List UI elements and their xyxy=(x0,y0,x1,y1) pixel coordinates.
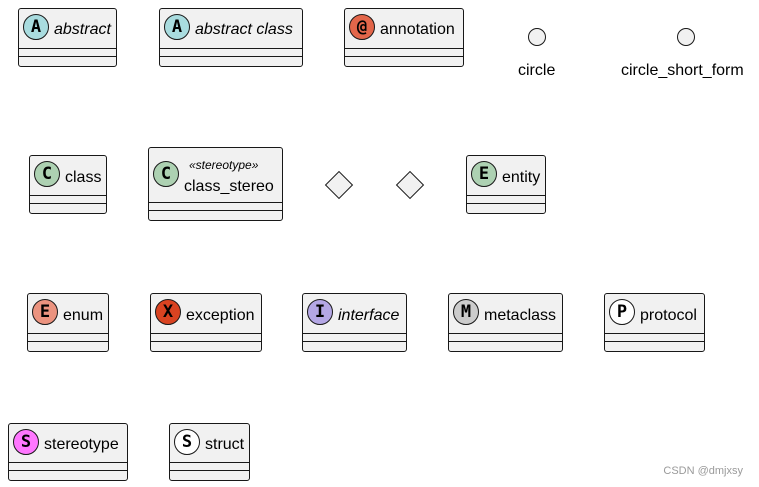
protocol-badge-icon: P xyxy=(609,299,635,325)
methods-separator xyxy=(149,210,282,211)
class-name-label: class_stereo xyxy=(184,178,274,195)
metaclass-badge-icon: M xyxy=(453,299,479,325)
class-box-struct[interactable]: S struct xyxy=(169,423,250,481)
methods-separator xyxy=(160,56,302,57)
attributes-separator xyxy=(160,48,302,49)
class-box-metaclass[interactable]: M metaclass xyxy=(448,293,563,352)
class-box-exception[interactable]: X exception xyxy=(150,293,262,352)
attributes-separator xyxy=(345,48,463,49)
methods-separator xyxy=(151,341,261,342)
enum-badge-icon: E xyxy=(32,299,58,325)
attributes-separator xyxy=(149,202,282,203)
class-badge-icon: C xyxy=(34,161,60,187)
class-name-label: stereotype xyxy=(44,436,119,453)
class-box-enum[interactable]: E enum xyxy=(27,293,109,352)
class-name-label: abstract class xyxy=(195,21,293,38)
methods-separator xyxy=(345,56,463,57)
attributes-separator xyxy=(467,195,545,196)
class-box-annotation[interactable]: @ annotation xyxy=(344,8,464,67)
attributes-separator xyxy=(9,462,127,463)
class-box-class[interactable]: C class xyxy=(29,155,107,214)
class-name-label: enum xyxy=(63,307,104,324)
class-name-label: protocol xyxy=(640,307,697,324)
circle-label: circle xyxy=(518,62,556,79)
class-badge-icon: C xyxy=(153,161,179,187)
class-box-interface[interactable]: I interface xyxy=(302,293,407,352)
class-box-entity[interactable]: E entity xyxy=(466,155,546,214)
methods-separator xyxy=(449,341,562,342)
methods-separator xyxy=(303,341,406,342)
struct-badge-icon: S xyxy=(174,429,200,455)
class-name-label: abstract xyxy=(54,21,111,38)
circle-icon[interactable] xyxy=(528,28,546,46)
abstract-badge-icon: A xyxy=(164,14,190,40)
class-name-label: struct xyxy=(205,436,245,453)
diamond-icon[interactable] xyxy=(324,170,354,200)
class-name-label: interface xyxy=(338,307,400,324)
class-name-label: metaclass xyxy=(484,307,557,324)
attributes-separator xyxy=(303,333,406,334)
circle-short-form-label: circle_short_form xyxy=(621,62,744,79)
methods-separator xyxy=(19,56,116,57)
attributes-separator xyxy=(605,333,704,334)
class-name-label: entity xyxy=(502,169,541,186)
stereotype-badge-icon: S xyxy=(13,429,39,455)
attributes-separator xyxy=(151,333,261,334)
class-box-abstract[interactable]: A abstract xyxy=(18,8,117,67)
entity-badge-icon: E xyxy=(471,161,497,187)
attributes-separator xyxy=(28,333,108,334)
methods-separator xyxy=(605,341,704,342)
attributes-separator xyxy=(170,462,249,463)
methods-separator xyxy=(9,470,127,471)
class-name-label: exception xyxy=(186,307,255,324)
class-box-stereotype[interactable]: S stereotype xyxy=(8,423,128,481)
interface-badge-icon: I xyxy=(307,299,333,325)
class-box-class-stereo[interactable]: C «stereotype» class_stereo xyxy=(148,147,283,221)
abstract-badge-icon: A xyxy=(23,14,49,40)
exception-badge-icon: X xyxy=(155,299,181,325)
methods-separator xyxy=(467,203,545,204)
methods-separator xyxy=(30,203,106,204)
class-box-protocol[interactable]: P protocol xyxy=(604,293,705,352)
methods-separator xyxy=(170,470,249,471)
class-name-label: annotation xyxy=(380,21,455,38)
class-name-label: class xyxy=(65,169,102,186)
annotation-badge-icon: @ xyxy=(349,14,375,40)
stereotype-label: «stereotype» xyxy=(189,158,259,172)
attributes-separator xyxy=(19,48,116,49)
attributes-separator xyxy=(30,195,106,196)
attributes-separator xyxy=(449,333,562,334)
diamond-icon[interactable] xyxy=(395,170,425,200)
methods-separator xyxy=(28,341,108,342)
watermark-text: CSDN @dmjxsy xyxy=(663,465,743,477)
class-box-abstract-class[interactable]: A abstract class xyxy=(159,8,303,67)
circle-short-form-icon[interactable] xyxy=(677,28,695,46)
